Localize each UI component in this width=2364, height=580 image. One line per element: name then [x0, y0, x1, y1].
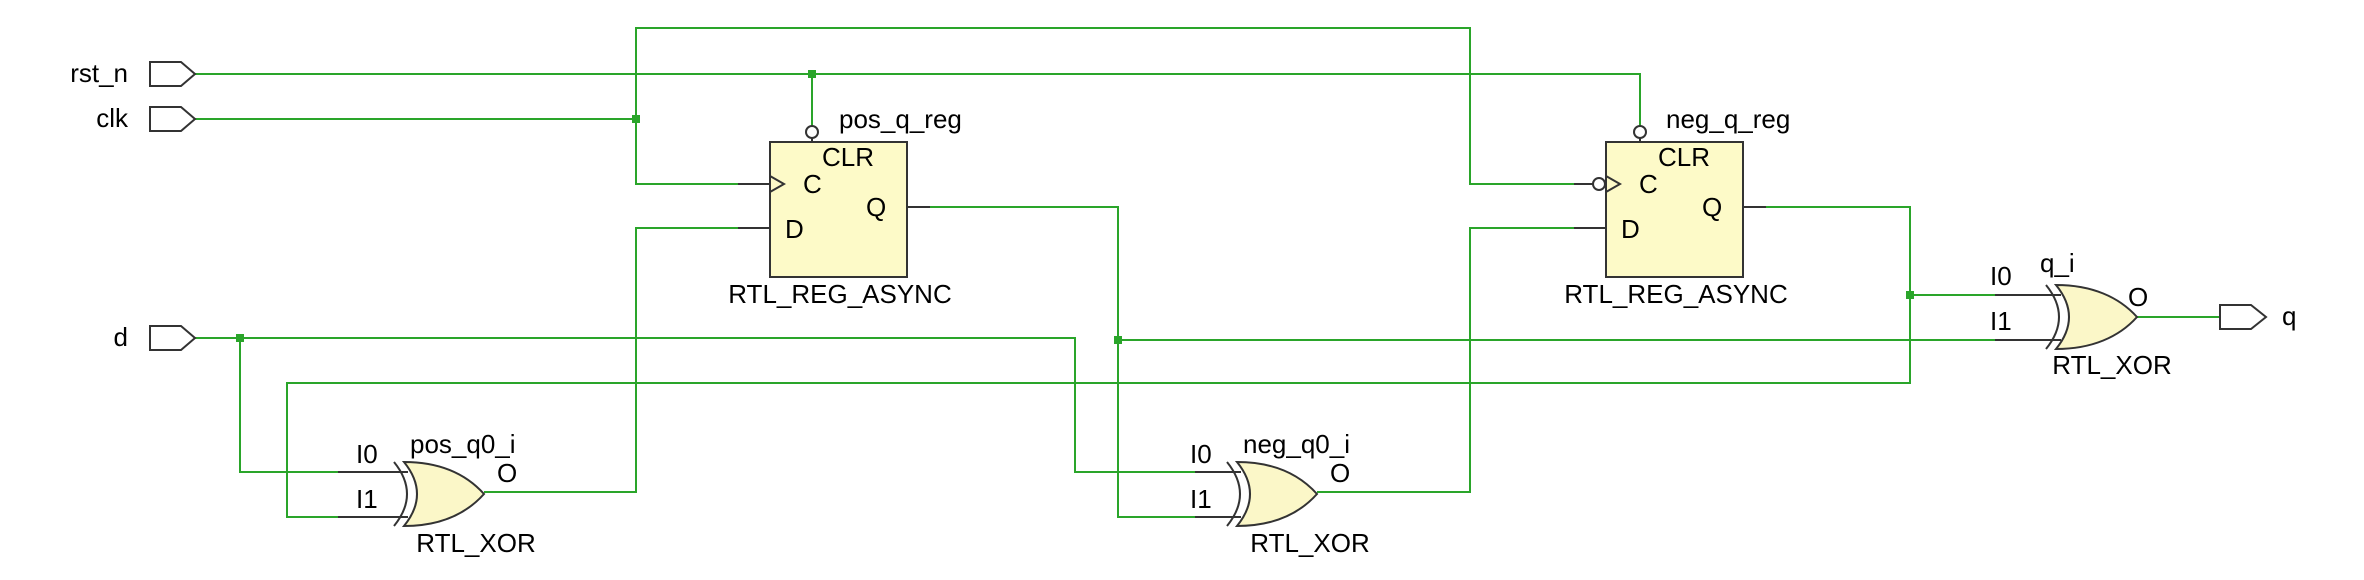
- xor-gate-pos-q0-i[interactable]: pos_q0_i I0 I1 O RTL_XOR: [338, 429, 536, 558]
- pin-label-i1: I1: [1190, 484, 1212, 514]
- input-port-rst-n[interactable]: rst_n: [70, 58, 197, 88]
- clock-edge-icon: [769, 175, 787, 193]
- xor-gate-body: [2053, 283, 2139, 351]
- port-label-q: q: [2282, 301, 2296, 331]
- wire-neg-q[interactable]: [286, 206, 1911, 518]
- xor-gate-q-i[interactable]: q_i I0 I1 O RTL_XOR: [1990, 248, 2172, 380]
- pin-label-c: C: [1639, 169, 1658, 199]
- xor-input-arc: [2045, 284, 2060, 350]
- input-port-clk[interactable]: clk: [96, 103, 197, 133]
- wires: [195, 27, 2220, 518]
- pin-label-i1: I1: [1990, 306, 2012, 336]
- pin-label-o: O: [497, 458, 517, 488]
- cell-type: RTL_REG_ASYNC: [728, 279, 952, 309]
- xor-input-arc: [1226, 461, 1241, 527]
- clr-inversion-bubble: [1633, 125, 1647, 139]
- port-label-clk: clk: [96, 103, 129, 133]
- wire-d-pos-xor[interactable]: [239, 338, 338, 473]
- pin-label-i0: I0: [356, 439, 378, 469]
- clock-inversion-bubble: [1592, 177, 1606, 191]
- pin-label-q: Q: [1702, 192, 1722, 222]
- instance-name: neg_q0_i: [1243, 429, 1350, 459]
- junction-neg-q: [1906, 291, 1914, 299]
- pin-label-o: O: [2128, 282, 2148, 312]
- xor-input-arc: [393, 461, 408, 527]
- cell-type: RTL_XOR: [2052, 350, 2171, 380]
- wire-d[interactable]: [195, 337, 1195, 473]
- pin-label-o: O: [1330, 458, 1350, 488]
- port-label-rst-n: rst_n: [70, 58, 128, 88]
- output-port-icon: [2219, 304, 2268, 330]
- wire-clk-neg[interactable]: [635, 27, 1574, 185]
- output-port-q[interactable]: q: [2219, 301, 2296, 331]
- pin-label-i1: I1: [356, 484, 378, 514]
- input-port-d[interactable]: d: [114, 322, 197, 352]
- wire-neg-q0[interactable]: [1317, 227, 1574, 493]
- pin-label-i0: I0: [1990, 261, 2012, 291]
- wire-pos-q[interactable]: [907, 206, 1195, 518]
- pin-label-d: D: [785, 214, 804, 244]
- instance-name: pos_q_reg: [839, 104, 962, 134]
- instance-name: q_i: [2040, 248, 2075, 278]
- wire-clk-pos[interactable]: [635, 119, 738, 185]
- register-pos-q-reg[interactable]: pos_q_reg CLR C D Q RTL_REG_ASYNC: [728, 104, 962, 309]
- xor-gate-body: [401, 460, 486, 528]
- pin-label-c: C: [803, 169, 822, 199]
- input-port-icon: [149, 106, 197, 132]
- pin-label-i0: I0: [1190, 439, 1212, 469]
- junction-rst-n: [808, 70, 816, 78]
- clr-inversion-bubble: [805, 125, 819, 139]
- cell-type: RTL_REG_ASYNC: [1564, 279, 1788, 309]
- xor-gate-neg-q0-i[interactable]: neg_q0_i I0 I1 O RTL_XOR: [1190, 429, 1370, 558]
- wire-rst-n[interactable]: [195, 73, 1641, 126]
- pin-label-d: D: [1621, 214, 1640, 244]
- register-body: [769, 141, 908, 278]
- pin-label-clr: CLR: [1658, 142, 1710, 172]
- cell-type: RTL_XOR: [1250, 528, 1369, 558]
- junction-pos-q: [1114, 336, 1122, 344]
- register-neg-q-reg[interactable]: neg_q_reg CLR C D Q RTL_REG_ASYNC: [1564, 104, 1790, 309]
- junction-clk: [632, 115, 640, 123]
- input-port-icon: [149, 325, 197, 351]
- pin-label-q: Q: [866, 192, 886, 222]
- clock-edge-icon: [1605, 175, 1623, 193]
- junction-d: [236, 334, 244, 342]
- cell-type: RTL_XOR: [416, 528, 535, 558]
- pin-label-clr: CLR: [822, 142, 874, 172]
- wire-pos-q0[interactable]: [484, 227, 738, 493]
- instance-name: neg_q_reg: [1666, 104, 1790, 134]
- port-label-d: d: [114, 322, 128, 352]
- input-port-icon: [149, 61, 197, 87]
- instance-name: pos_q0_i: [410, 429, 516, 459]
- register-body: [1605, 141, 1744, 278]
- xor-gate-body: [1234, 460, 1319, 528]
